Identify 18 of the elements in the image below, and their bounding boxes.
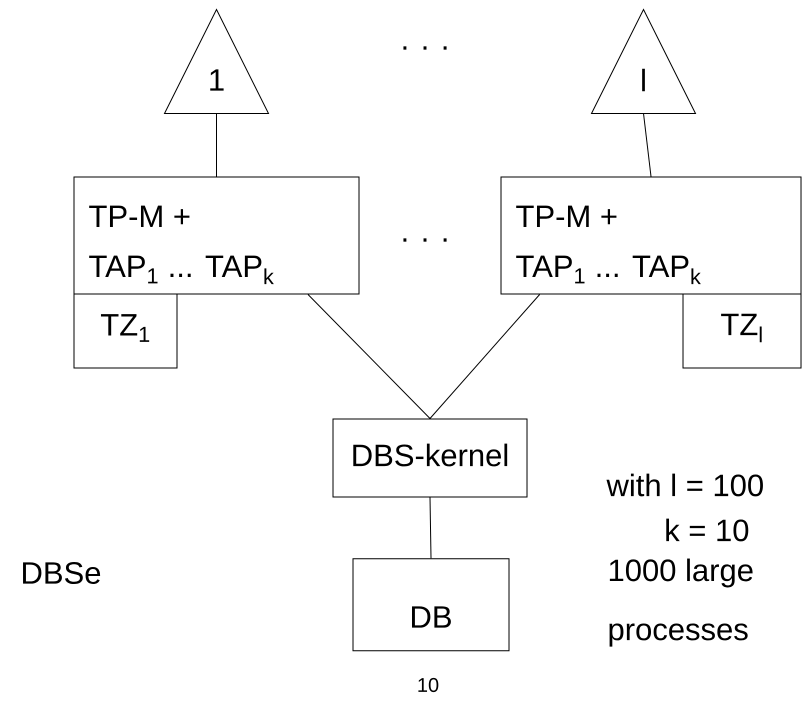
connector-line (430, 294, 540, 419)
text-label: k = 10 (666, 518, 748, 542)
connector-line (430, 497, 432, 559)
text-label: DBSe (23, 562, 100, 584)
kernel-box: DBS-kernel (332, 418, 528, 498)
text-label: with l = 100 (606, 474, 763, 496)
small-box: TZ$_{l}$ (682, 294, 802, 368)
text-label: . . . (403, 238, 447, 242)
connector-line (643, 113, 652, 177)
text-label: 1000 large (610, 558, 753, 588)
small-box: TZ$_{1}$ (74, 294, 178, 368)
text-label: processes (610, 623, 748, 647)
connector-line (216, 113, 217, 177)
text-label: 10 (418, 678, 438, 692)
process-box: TP-M + TAP$_{1}$ ... TAP$_{k}$ (74, 176, 360, 294)
database-cylinder: DB (352, 558, 510, 652)
connector-line (308, 294, 430, 419)
text-label: . . . (403, 46, 447, 50)
